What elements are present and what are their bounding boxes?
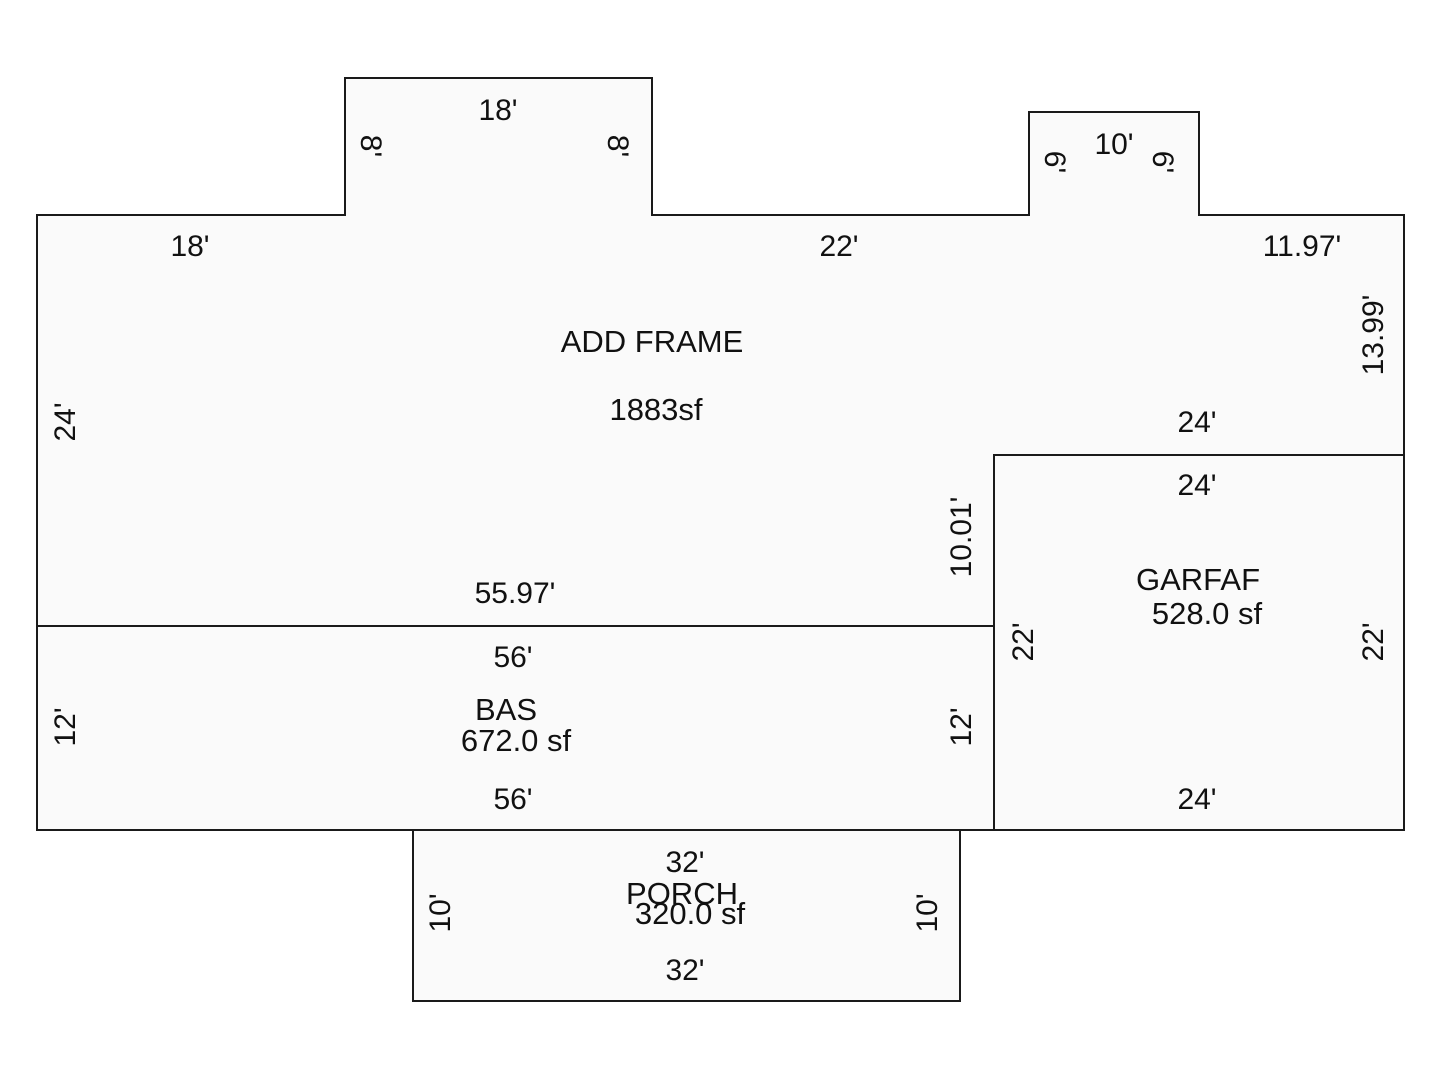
add-frame-title: ADD FRAME [561,324,744,359]
garage-title: GARFAF [1136,562,1260,597]
add-frame-dim-inner-step: 10.01' [945,497,978,578]
porch-outline [412,829,961,1002]
bas-dim-bottom: 56' [493,783,532,816]
bas-dim-left: 12' [49,707,82,746]
add-frame-dim-garage-top: 24' [1177,406,1216,439]
porch-size: 320.0 sf [635,896,746,931]
add-frame-dim-top-middle: 22' [819,230,858,263]
bas-size: 672.0 sf [461,723,572,758]
bump-right-dim-top: 10' [1094,128,1133,161]
porch-dim-left: 10' [424,893,457,932]
garage-dim-right: 22' [1357,622,1390,661]
bump-left-dim-left: 8' [354,135,387,157]
add-frame-dim-left: 24' [49,402,82,441]
add-frame-dim-top-left: 18' [170,230,209,263]
porch-dim-right: 10' [911,893,944,932]
add-frame-dim-right: 13.99' [1357,295,1390,376]
porch-dim-bottom: 32' [665,954,704,987]
porch-dim-top: 32' [665,846,704,879]
bas-title: BAS [475,692,537,727]
bump-right-dim-right: 6' [1146,151,1179,173]
add-frame-size: 1883sf [609,392,702,427]
bas-dim-right: 12' [945,707,978,746]
add-frame-dim-bottom: 55.97' [475,577,556,610]
bump-left-dim-right: 8' [601,135,634,157]
bas-outline [36,625,995,831]
garage-dim-left: 22' [1007,622,1040,661]
porch-title: PORCH [626,876,738,911]
add-frame-dim-top-right: 11.97' [1263,230,1342,263]
bump-right-dim-left: 6' [1038,151,1071,173]
bump-left-dim-top: 18' [478,94,517,127]
garage-size: 528.0 sf [1152,596,1263,631]
garage-dim-top: 24' [1177,469,1216,502]
garage-outline [993,454,1405,831]
bas-dim-top: 56' [493,641,532,674]
garage-dim-bottom: 24' [1177,783,1216,816]
